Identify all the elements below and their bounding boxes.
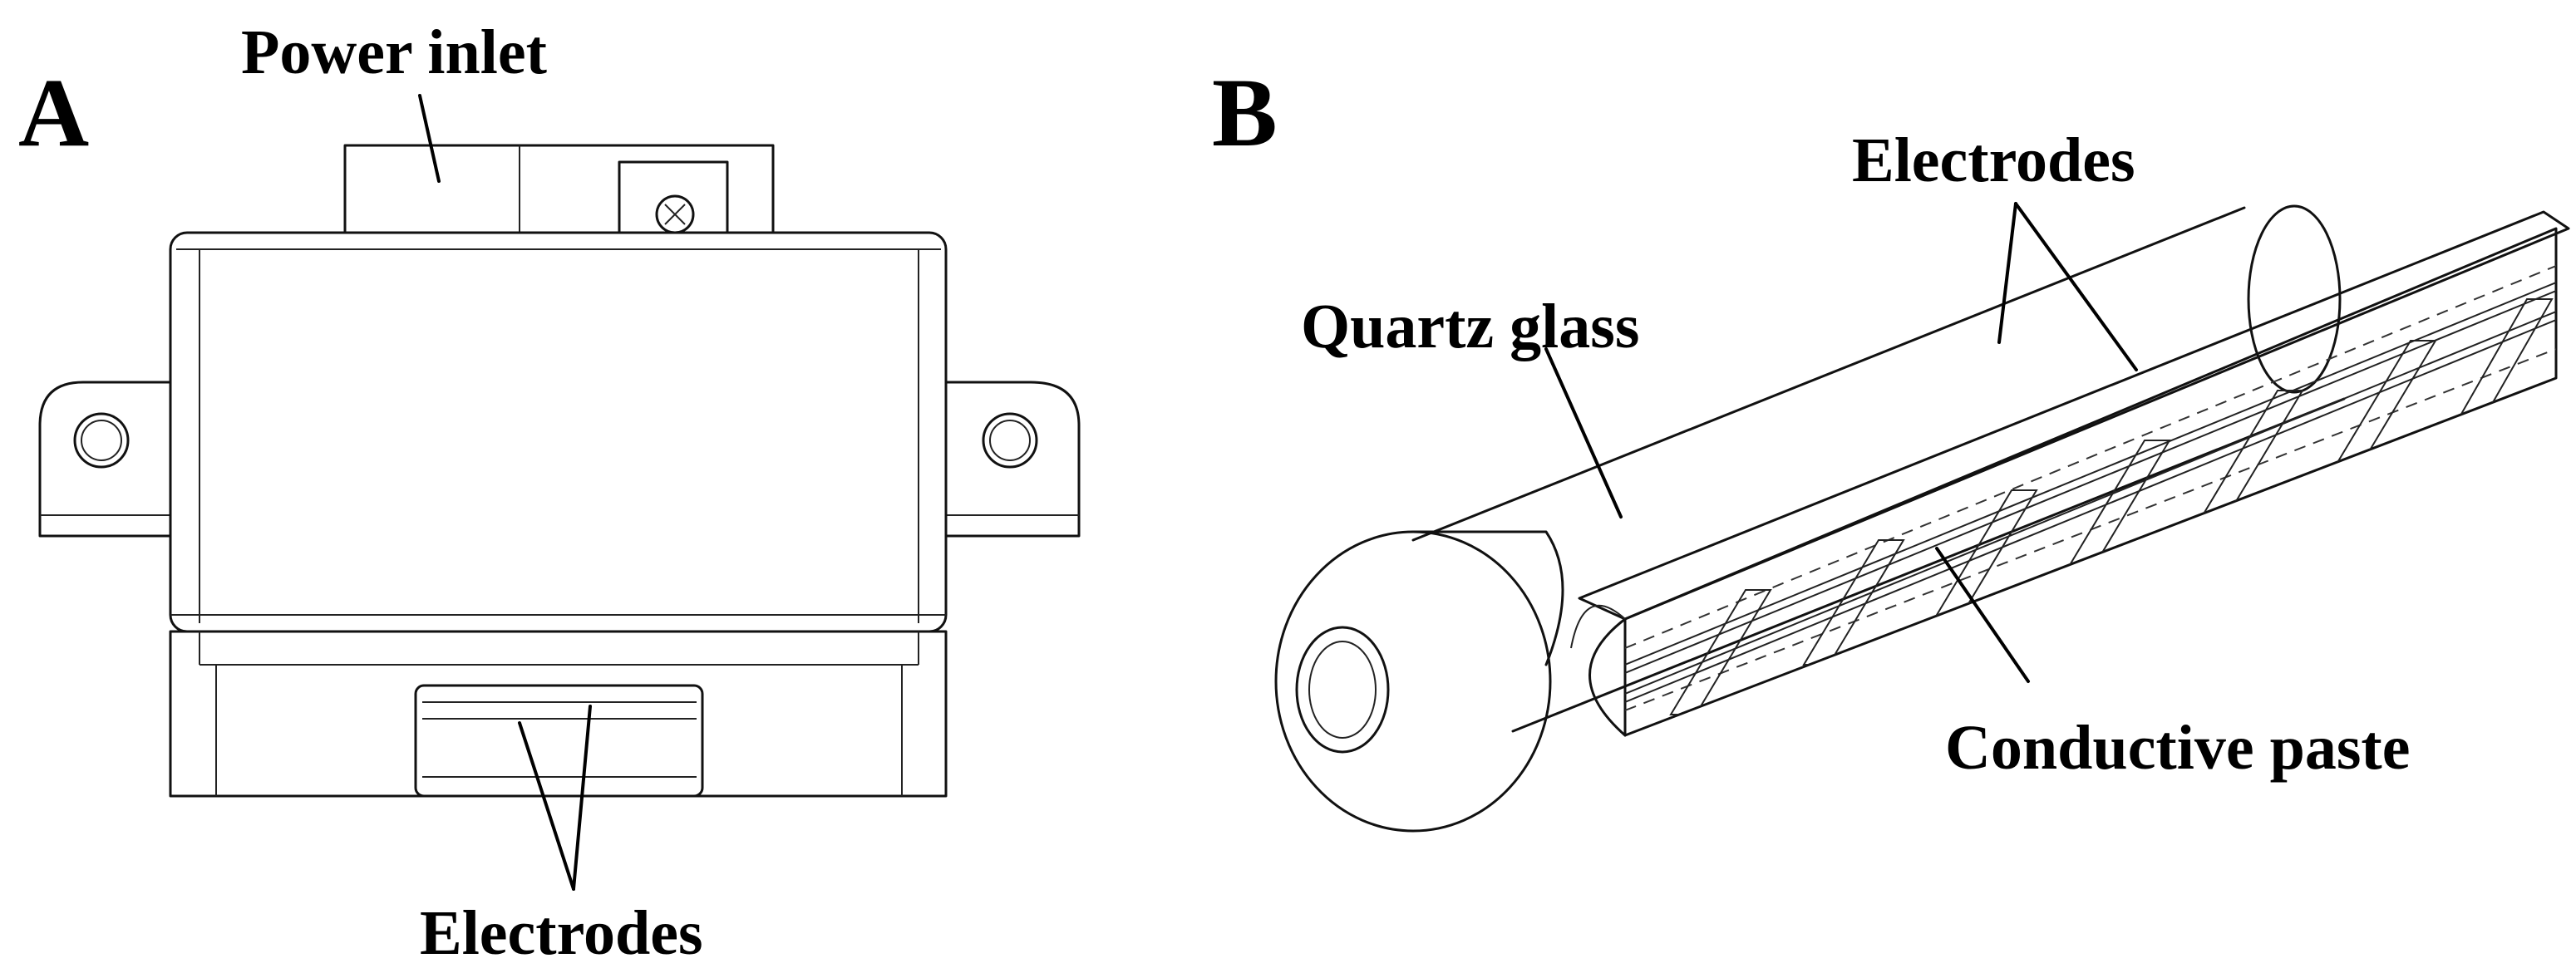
quartz-glass-label: Quartz glass [1301, 292, 1639, 361]
panel-b-letter: B [1212, 58, 1278, 167]
electrode-leader-top [1997, 202, 2017, 344]
panel-b: B Electrodes Quartz glass Conductive pas… [1212, 58, 2570, 833]
housing-body [169, 231, 948, 633]
panel-a: A Power inlet Electrodes [18, 17, 1081, 968]
power-inlet-connector [343, 144, 775, 234]
mounting-ear-right [944, 381, 1081, 538]
electrodes-label-a: Electrodes [420, 898, 703, 968]
power-inlet-leader [418, 94, 441, 183]
mounting-ear-left [38, 381, 172, 538]
electrode-window [414, 684, 704, 798]
quartz-glass-tube [1274, 204, 2346, 833]
electrodes-label-b: Electrodes [1852, 125, 2135, 195]
quartz-glass-leader [1544, 347, 1623, 518]
electrode-leader-right [572, 705, 592, 891]
electrode-plate [1570, 210, 2570, 737]
electrode-leader-plate [2014, 202, 2138, 371]
conductive-paste-strips [1669, 298, 2554, 715]
conductive-paste-label: Conductive paste [1945, 713, 2410, 783]
electrode-leader-left [518, 721, 575, 891]
panel-a-letter: A [18, 58, 89, 167]
power-inlet-label: Power inlet [241, 17, 547, 87]
housing-base [169, 630, 948, 798]
conductive-paste-leader [1935, 547, 2030, 683]
